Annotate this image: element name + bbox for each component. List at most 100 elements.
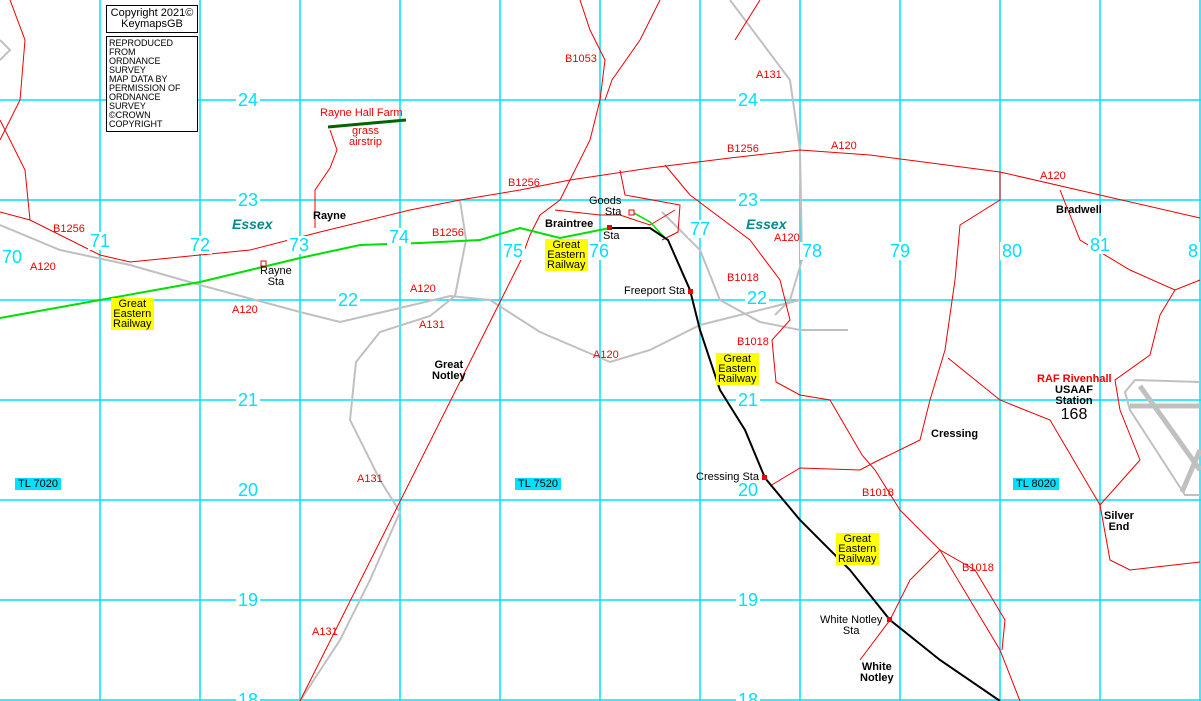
road-label: B1018 xyxy=(862,487,894,499)
railway-label-line: Railway xyxy=(547,259,586,271)
road-label: B1256 xyxy=(53,223,85,235)
road-label: A120 xyxy=(410,283,436,295)
road-label: A120 xyxy=(831,140,857,152)
airfield-number: 168 xyxy=(1060,406,1088,423)
a131-north-road xyxy=(729,0,804,316)
northing-label: 18 xyxy=(236,691,261,701)
road-label: B1018 xyxy=(962,562,994,574)
northing-label: 19 xyxy=(236,590,261,610)
os-notice-line: MAP DATA BY xyxy=(109,74,168,84)
place-label-line: Silver xyxy=(1104,510,1134,522)
northing-label: 18 xyxy=(736,691,761,701)
easting-label: 77 xyxy=(688,219,713,239)
easting-label: 70 xyxy=(0,247,25,267)
railway-label-line: Great xyxy=(723,353,752,365)
station-label-line: Rayne xyxy=(260,265,292,277)
northing-label: 21 xyxy=(236,390,261,410)
road-label: A131 xyxy=(357,473,383,485)
easting-label: 8 xyxy=(1186,241,1201,261)
airfield-info: USAAF Station 168 xyxy=(1053,385,1095,423)
os-notice-line: ORDNANCE SURVEY xyxy=(109,92,161,111)
a131-road xyxy=(299,199,468,701)
railway-label-line: Eastern xyxy=(718,363,757,375)
road-label: A131 xyxy=(419,319,445,331)
northing-label: 22 xyxy=(336,290,361,310)
easting-label: 80 xyxy=(1000,241,1025,261)
place-label-cressing: Cressing xyxy=(931,428,979,440)
northing-label: 23 xyxy=(236,190,261,210)
railway-label-line: Railway xyxy=(838,553,877,565)
northing-label: 24 xyxy=(736,90,761,110)
road-label: A131 xyxy=(756,69,782,81)
airstrip-desc-line: grass xyxy=(352,125,379,137)
os-notice-line: ORDNANCE SURVEY xyxy=(109,56,161,75)
easting-label: 72 xyxy=(188,235,213,255)
airfield-info-line: Station xyxy=(1055,395,1093,407)
place-label-rayne: Rayne xyxy=(313,210,347,222)
northing-label: 19 xyxy=(736,590,761,610)
railway-label-line: Eastern xyxy=(547,249,586,261)
road-label: B1256 xyxy=(508,177,540,189)
airfield-info-line: USAAF xyxy=(1055,384,1093,396)
easting-label: 78 xyxy=(800,241,825,261)
airstrip-line xyxy=(327,118,407,129)
place-label-line: End xyxy=(1108,521,1130,533)
copyright-box: Copyright 2021© KeymapsGB xyxy=(106,5,198,33)
station-label-line: Goods xyxy=(589,195,622,207)
station-label-line: Sta xyxy=(604,206,622,218)
white-notley-station-marker xyxy=(887,617,892,622)
railway-label-line: Eastern xyxy=(838,543,877,555)
airfield-name: RAF Rivenhall xyxy=(1037,373,1112,385)
os-notice-line: PERMISSION OF xyxy=(109,83,181,93)
easting-label: 81 xyxy=(1088,235,1113,255)
northing-label: 23 xyxy=(736,190,761,210)
road-label: A120 xyxy=(30,261,56,273)
grid-ref-label: TL 8020 xyxy=(1013,478,1059,490)
goods-railway-spur xyxy=(631,211,666,239)
road-label: B1018 xyxy=(727,272,759,284)
braintree-station-marker xyxy=(607,225,612,230)
road-label: A131 xyxy=(312,626,338,638)
road-label: B1256 xyxy=(727,143,759,155)
goods-station-marker xyxy=(628,209,635,216)
station-markers xyxy=(260,209,892,622)
northing-label: 20 xyxy=(736,480,761,500)
road-nw xyxy=(0,39,12,61)
road-label: B1256 xyxy=(432,227,464,239)
easting-label: 75 xyxy=(501,241,526,261)
easting-label: 79 xyxy=(888,241,913,261)
place-label-bradwell: Bradwell xyxy=(1056,204,1102,216)
northing-label: 21 xyxy=(736,390,761,410)
rayne-station-marker xyxy=(260,260,267,267)
station-label-line: White Notley xyxy=(820,614,883,626)
northing-label: 22 xyxy=(745,288,770,308)
railway-label-line: Railway xyxy=(718,373,757,385)
railway-label-line: Great xyxy=(843,533,872,545)
easting-label: 73 xyxy=(287,235,312,255)
railway-line xyxy=(610,227,1001,701)
railway-label-line: Great xyxy=(118,298,147,310)
a120-road xyxy=(0,224,801,364)
road-label: B1018 xyxy=(737,336,769,348)
county-label: Essex xyxy=(232,216,273,232)
station-label-line: Sta xyxy=(267,276,285,288)
place-label-line: Notley xyxy=(860,672,894,684)
airstrip-name: Rayne Hall Farm xyxy=(320,107,403,119)
easting-label: 71 xyxy=(88,231,113,251)
runways xyxy=(1130,384,1201,493)
station-label-freeport: Freeport Sta xyxy=(624,285,686,297)
railway-label-line: Eastern xyxy=(113,308,152,320)
station-label-cressing: Cressing Sta xyxy=(696,471,759,483)
b1018-grey-road xyxy=(661,211,848,331)
